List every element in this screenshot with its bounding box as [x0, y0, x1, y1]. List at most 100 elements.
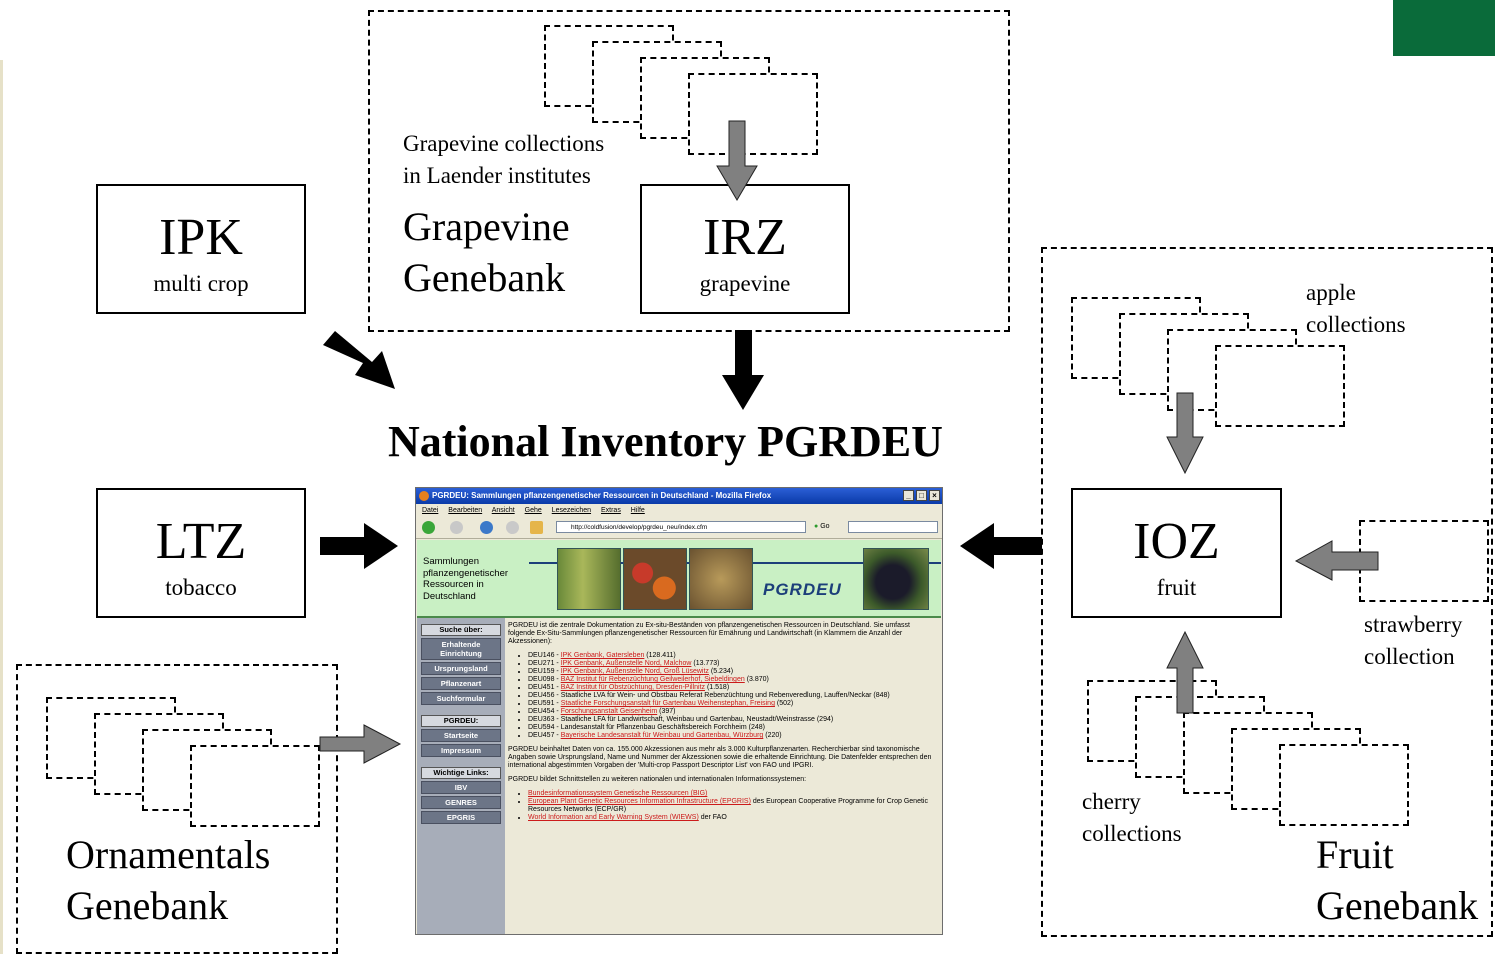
seeds-photo [689, 548, 753, 610]
nav-ursprungsland[interactable]: Ursprungsland [421, 662, 501, 675]
collection-link[interactable]: Staatliche Forschungsanstalt für Gartenb… [560, 700, 775, 707]
go-icon: ● [814, 523, 819, 530]
collection-link[interactable]: Bayerische Landesanstalt für Weinbau und… [560, 732, 764, 739]
system-link[interactable]: Bundesinformationssystem Genetische Ress… [528, 790, 708, 797]
stop-icon[interactable] [506, 521, 519, 534]
nav-genres[interactable]: GENRES [421, 796, 501, 809]
collection-link[interactable]: IPK Genbank, Außenstelle Nord, Malchow [560, 660, 692, 667]
menu-lesezeichen[interactable]: Lesezeichen [551, 507, 592, 514]
collection-code: DEU146 - [528, 652, 561, 659]
list-item: European Plant Genetic Resources Informa… [528, 798, 938, 814]
url-input[interactable]: http://coldfusion/develop/pgrdeu_neu/ind… [556, 521, 806, 533]
collection-code: DEU159 - [528, 668, 561, 675]
nav-impressum[interactable]: Impressum [421, 744, 501, 757]
strawberry-collection-box [1359, 520, 1489, 602]
site-sidebar: Suche über: Erhaltende Einrichtung Urspr… [417, 618, 505, 934]
search-section-head: Suche über: [421, 624, 501, 636]
nav-startseite[interactable]: Startseite [421, 729, 501, 742]
collection-code: DEU451 - [528, 684, 561, 691]
minimize-icon[interactable]: _ [903, 490, 914, 501]
collection-link[interactable]: IPK Genbank, Gatersleben [560, 652, 645, 659]
menu-datei[interactable]: Datei [422, 507, 439, 514]
arrow-apple-to-ioz [1166, 392, 1204, 475]
strawberry-label-line2: collection [1364, 644, 1455, 669]
browser-search-input[interactable] [848, 521, 938, 533]
list-item: DEU363 - Staatliche LFA für Landwirtscha… [528, 716, 938, 724]
collections-list: DEU146 - IPK Genbank, Gatersleben (128.4… [508, 652, 938, 740]
browser-toolbar: http://coldfusion/develop/pgrdeu_neu/ind… [416, 518, 942, 539]
fruit-genebank-group [1041, 247, 1493, 937]
collection-text: (3.870) [744, 676, 769, 683]
arrow-cherry-to-ioz [1166, 630, 1204, 714]
ioz-node: IOZ fruit [1071, 488, 1282, 618]
collection-link[interactable]: BAZ Institut für Rebenzüchtung Geilweile… [560, 676, 745, 683]
browser-title: PGRDEU: Sammlungen pflanzengenetischer R… [432, 491, 772, 500]
list-item: World Information and Early Warning Syst… [528, 814, 938, 822]
ltz-name: LTZ [155, 513, 247, 570]
back-icon[interactable] [422, 521, 435, 534]
arrow-ioz-to-browser [960, 523, 1042, 569]
menu-hilfe[interactable]: Hilfe [630, 507, 645, 514]
grapevine-collections-label-line1: Grapevine collections [403, 131, 605, 156]
grapevine-genebank-title-line1: Grapevine [403, 204, 570, 249]
forward-icon[interactable] [450, 521, 463, 534]
nav-pflanzenart[interactable]: Pflanzenart [421, 677, 501, 690]
nav-epgris[interactable]: EPGRIS [421, 811, 501, 824]
wheat-photo [557, 548, 621, 610]
collection-link[interactable]: Forschungsanstalt Geisenheim [560, 708, 658, 715]
menu-ansicht[interactable]: Ansicht [491, 507, 515, 514]
home-icon[interactable] [530, 521, 543, 534]
arrow-collections-to-irz [716, 120, 758, 201]
go-label: Go [820, 523, 830, 530]
fruit-photo [623, 548, 687, 610]
systems-list: Bundesinformationssystem Genetische Ress… [508, 790, 938, 822]
grapevine-collections-label-line2: in Laender institutes [403, 163, 591, 188]
menu-extras[interactable]: Extras [600, 507, 621, 514]
pgrdeu-browser-window: PGRDEU: Sammlungen pflanzengenetischer R… [415, 487, 943, 935]
grapevine-genebank-title-line2: Genebank [403, 255, 566, 300]
collection-text: (397) [657, 708, 676, 715]
collection-code: DEU594 - [528, 724, 561, 731]
firefox-icon [419, 491, 429, 501]
data-paragraph: PGRDEU beinhaltet Daten von ca. 155.000 … [508, 746, 932, 769]
site-banner: Sammlungen pflanzengenetischer Ressource… [417, 540, 941, 618]
cherry-label-line2: collections [1082, 821, 1182, 846]
nav-ibv[interactable]: IBV [421, 781, 501, 794]
grapes-photo [863, 548, 929, 610]
collection-code: DEU454 - [528, 708, 561, 715]
go-button[interactable]: ● Go [814, 521, 830, 533]
collection-link[interactable]: BAZ Institut für Obstzüchtung, Dresden-P… [560, 684, 706, 691]
arrow-irz-to-inventory [722, 330, 764, 410]
apple-label-line1: apple [1306, 280, 1356, 305]
collection-text: (5.234) [708, 668, 734, 675]
list-item: DEU454 - Forschungsanstalt Geisenheim (3… [528, 708, 938, 716]
nav-suchformular[interactable]: Suchformular [421, 692, 501, 705]
intro-paragraph: PGRDEU ist die zentrale Dokumentation zu… [508, 622, 910, 645]
ltz-node: LTZ tobacco [96, 488, 306, 618]
collection-code: DEU271 - [528, 660, 561, 667]
grapevine-collection-box-4 [688, 73, 818, 155]
irz-name: IRZ [703, 209, 787, 266]
menu-bearbeiten[interactable]: Bearbeiten [448, 507, 483, 514]
system-link[interactable]: European Plant Genetic Resources Informa… [528, 798, 751, 805]
collection-code: DEU591 - [528, 700, 561, 707]
arrow-ornamentals-to-browser [319, 724, 402, 764]
list-item: DEU456 - Staatliche LVA für Wein- und Ob… [528, 692, 938, 700]
irz-node: IRZ grapevine [640, 184, 850, 314]
collection-link[interactable]: IPK Genbank, Außenstelle Nord, Groß Lüse… [560, 668, 709, 675]
menu-gehe[interactable]: Gehe [524, 507, 542, 514]
browser-titlebar: PGRDEU: Sammlungen pflanzengenetischer R… [416, 488, 942, 504]
collection-code: DEU098 - [528, 676, 561, 683]
close-icon[interactable]: × [929, 490, 940, 501]
system-text: des European Cooperative Programme for C… [528, 798, 928, 813]
list-item: DEU159 - IPK Genbank, Außenstelle Nord, … [528, 668, 938, 676]
ltz-subtitle: tobacco [165, 575, 237, 600]
system-link[interactable]: World Information and Early Warning Syst… [528, 814, 699, 821]
nav-erhaltende-einrichtung[interactable]: Erhaltende Einrichtung [421, 638, 501, 660]
collection-text: (128.411) [644, 652, 676, 659]
reload-icon[interactable] [480, 521, 493, 534]
collection-code: DEU457 - [528, 732, 561, 739]
maximize-icon[interactable]: □ [916, 490, 927, 501]
fruit-genebank-title-line2: Genebank [1316, 883, 1479, 928]
cherry-label-line1: cherry [1082, 789, 1141, 814]
